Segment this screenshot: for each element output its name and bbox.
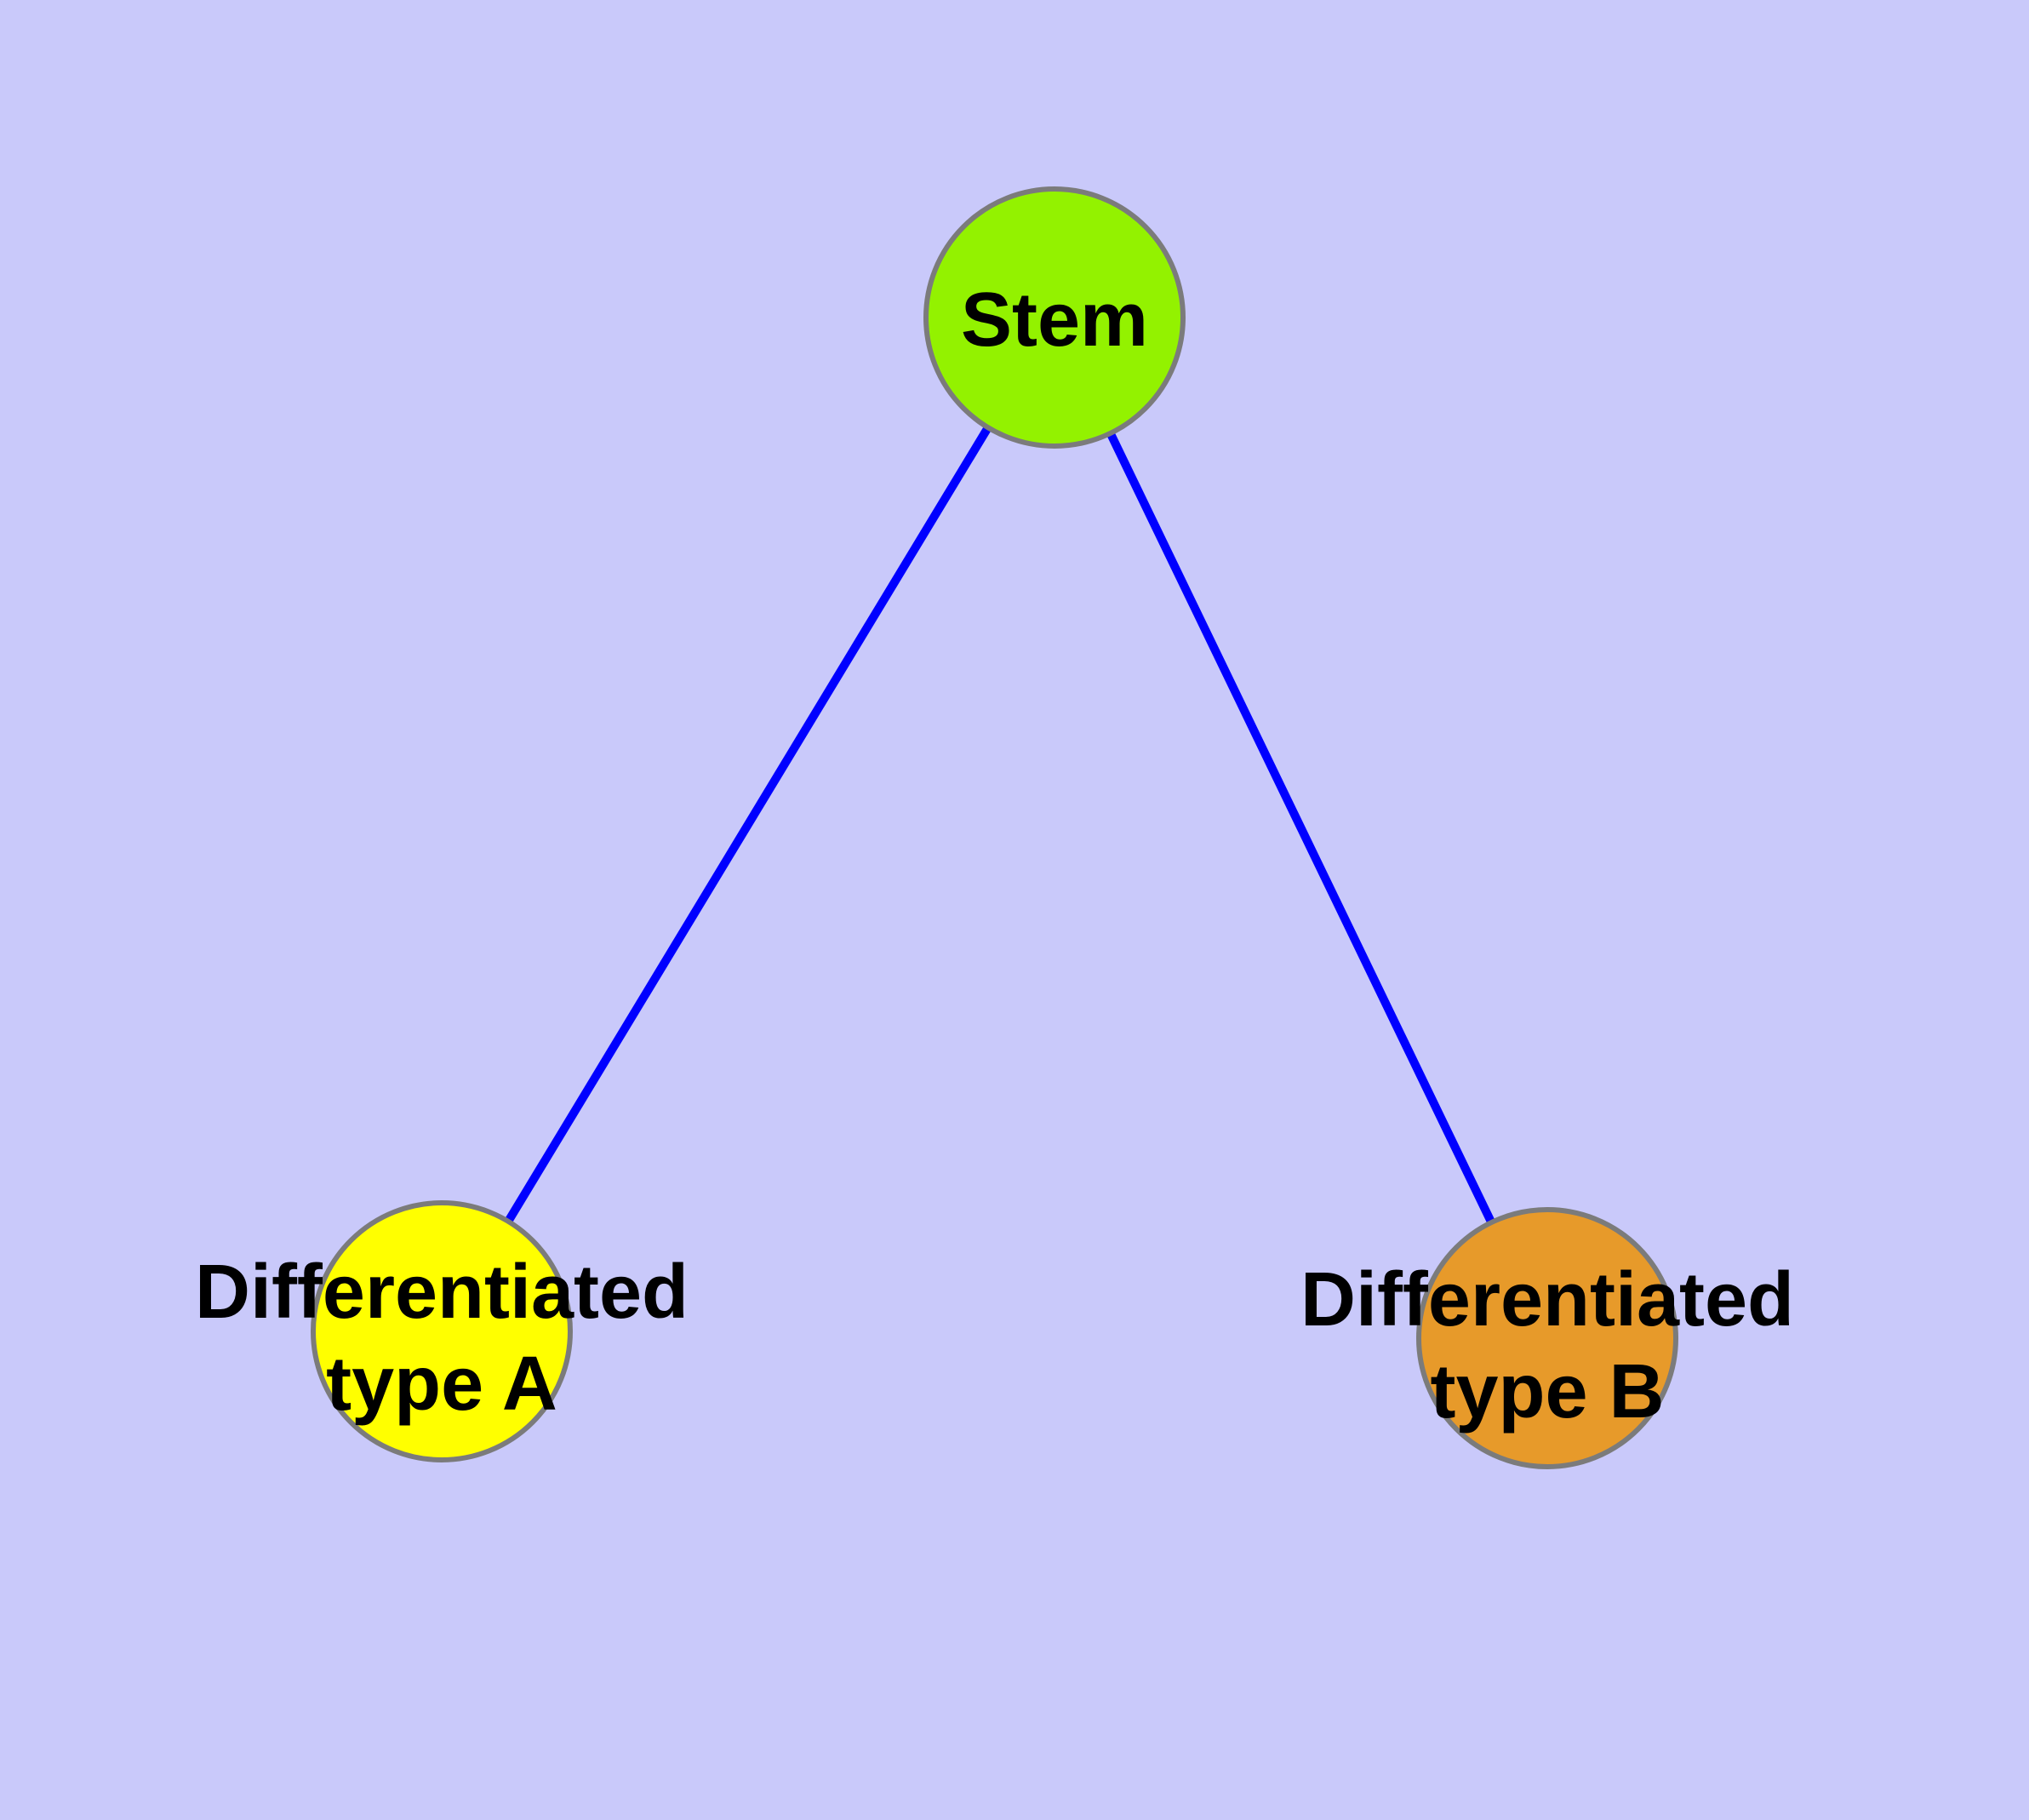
node-type-a-label-line2: type A (326, 1342, 557, 1427)
node-type-b-label-line2: type B (1430, 1349, 1664, 1434)
node-type-a-label-line1: Differentiated (195, 1250, 689, 1335)
edge-stem-to-type-b (1050, 315, 1552, 1341)
edge-stem-to-type-a (437, 315, 1059, 1334)
node-stem-label: Stem (961, 278, 1148, 363)
node-differentiated-type-a (311, 1200, 573, 1462)
node-stem (923, 186, 1186, 449)
node-differentiated-type-b (1416, 1207, 1678, 1469)
node-type-b-label-line1: Differentiated (1300, 1257, 1794, 1342)
